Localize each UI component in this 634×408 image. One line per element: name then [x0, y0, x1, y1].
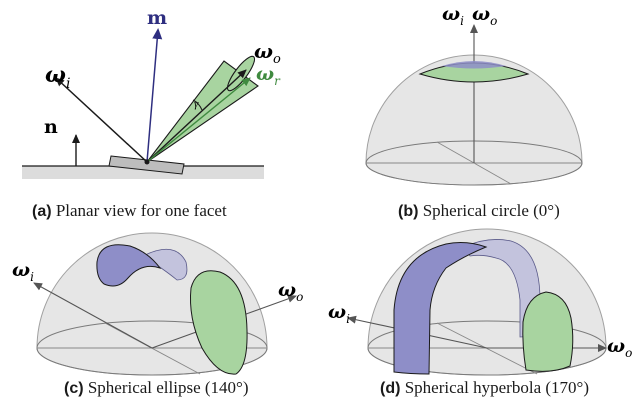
label-n: n [44, 116, 58, 138]
caption-d-text: Spherical hyperbola (170°) [404, 378, 589, 397]
caption-b-tag: (b) [398, 203, 419, 220]
caption-a: (a) Planar view for one facet [32, 201, 227, 221]
caption-a-tag: (a) [32, 203, 52, 220]
ground-plane [22, 166, 264, 179]
caption-b: (b) Spherical circle (0°) [398, 201, 560, 221]
microfacet [108, 155, 185, 175]
hyperbola-region-green [522, 291, 574, 372]
panel-b: ωi ωo [365, 3, 583, 186]
caption-c: (c) Spherical ellipse (140°) [64, 378, 249, 398]
hyperbola-band-front [393, 242, 488, 375]
caption-a-text: Planar view for one facet [55, 201, 227, 220]
panel-c: ωi ωo [12, 232, 303, 376]
label-m: m [147, 7, 167, 29]
label-wo: ωo [472, 3, 497, 28]
caption-c-tag: (c) [64, 380, 84, 397]
label-wi: ωi [442, 3, 464, 28]
circle-region-top [442, 61, 506, 69]
caption-b-text: Spherical circle (0°) [422, 201, 560, 220]
reflected-wr-arrow [146, 77, 251, 163]
label-wr: ωr [256, 63, 281, 88]
outgoing-wo-arrow [146, 69, 247, 163]
label-wo: ωo [607, 335, 632, 360]
gamma-arc [192, 99, 203, 111]
ellipse-region-purple-back [142, 248, 188, 281]
label-wo: ωo [254, 39, 281, 67]
ellipse-region-purple [96, 244, 162, 287]
caption-d: (d) Spherical hyperbola (170°) [380, 378, 589, 398]
caption-d-tag: (d) [380, 380, 401, 397]
label-gamma: γ [194, 98, 199, 110]
incident-wi-line [33, 282, 153, 349]
ellipse-region-green [190, 270, 248, 375]
base-axis-2 [104, 322, 201, 375]
microfacet-normal-m-arrow [146, 28, 163, 163]
incident-wi-arrow [55, 77, 148, 163]
label-wo: ωo [278, 279, 303, 304]
panel-a: ωi m n ωo ωr γ [22, 7, 281, 179]
panel-d: ωi ωo [328, 228, 632, 376]
caption-c-text: Spherical ellipse (140°) [87, 378, 249, 397]
origin-point [144, 159, 150, 165]
label-wi: ωi [45, 62, 70, 92]
label-wi: ωi [328, 301, 350, 326]
label-wi: ωi [12, 259, 34, 284]
